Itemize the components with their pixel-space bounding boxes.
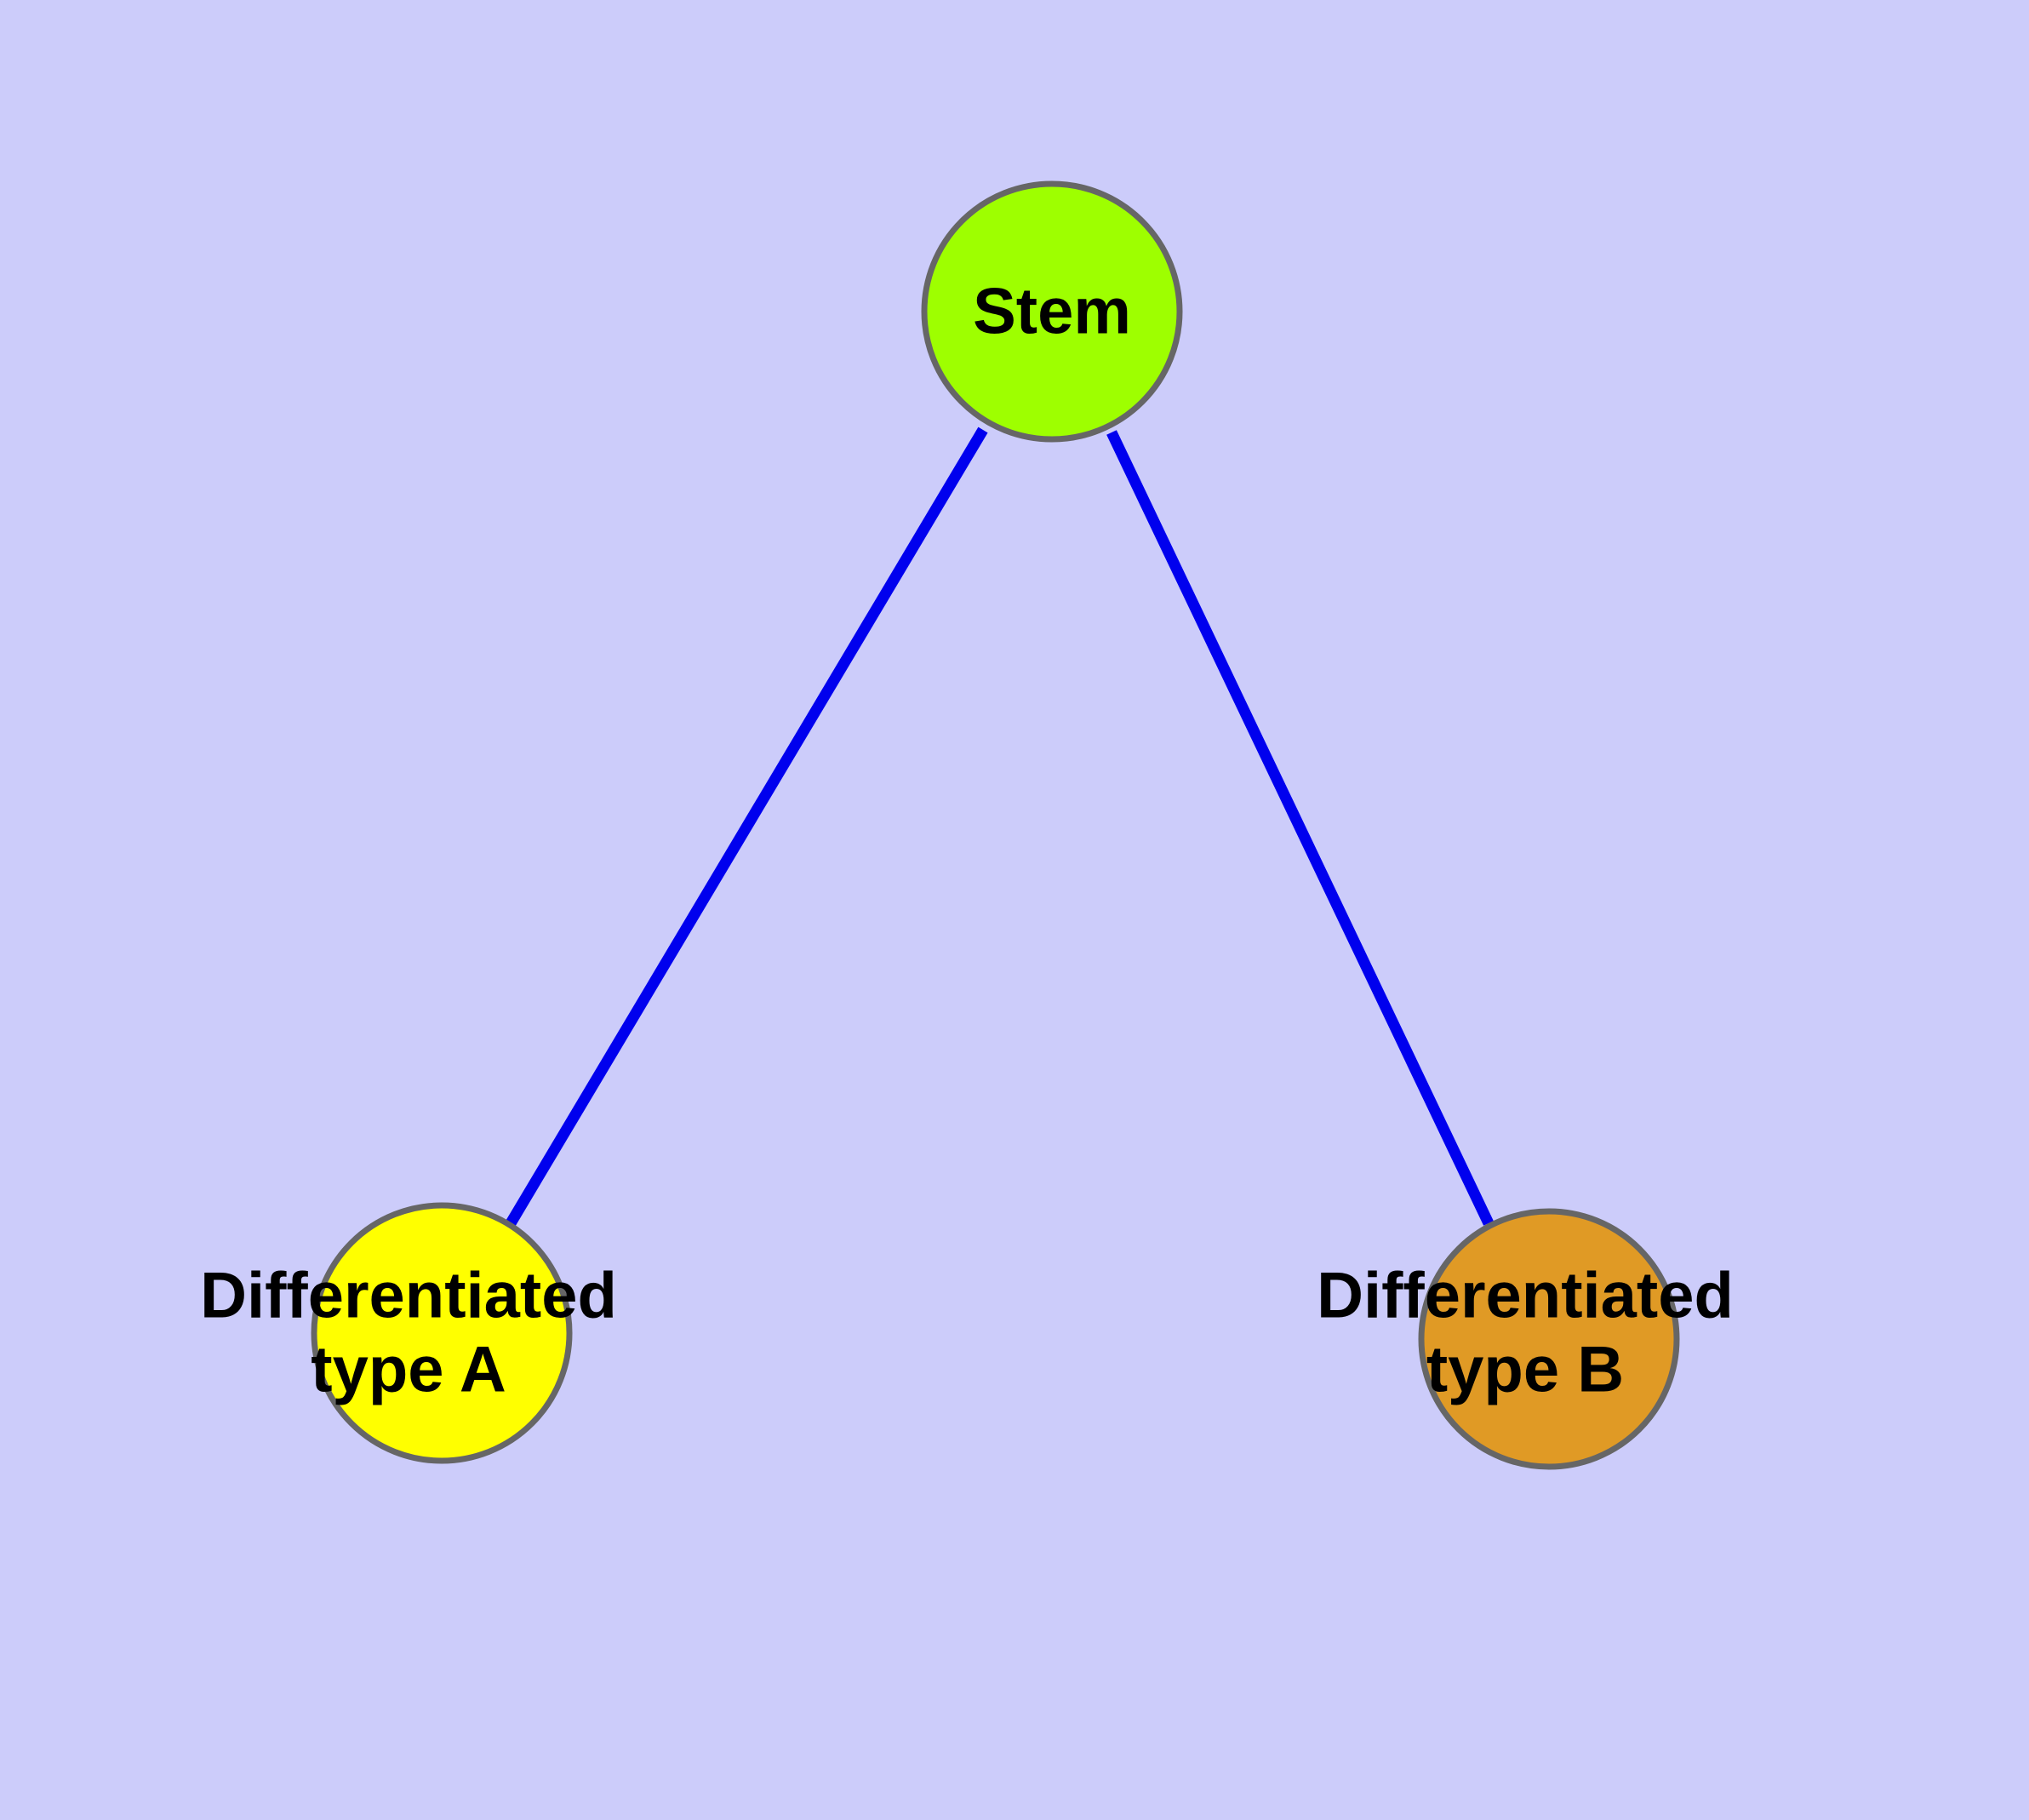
node-differentiated-type-a[interactable] bbox=[311, 1202, 573, 1464]
edge-stem-to-differentiated-type-b[interactable] bbox=[1106, 430, 1494, 1226]
node-stem[interactable] bbox=[921, 180, 1183, 443]
node-differentiated-type-b[interactable] bbox=[1418, 1208, 1680, 1470]
node-layer bbox=[311, 180, 1680, 1470]
edge-stem-to-differentiated-type-a[interactable] bbox=[506, 426, 988, 1227]
edge-layer bbox=[506, 426, 1494, 1227]
